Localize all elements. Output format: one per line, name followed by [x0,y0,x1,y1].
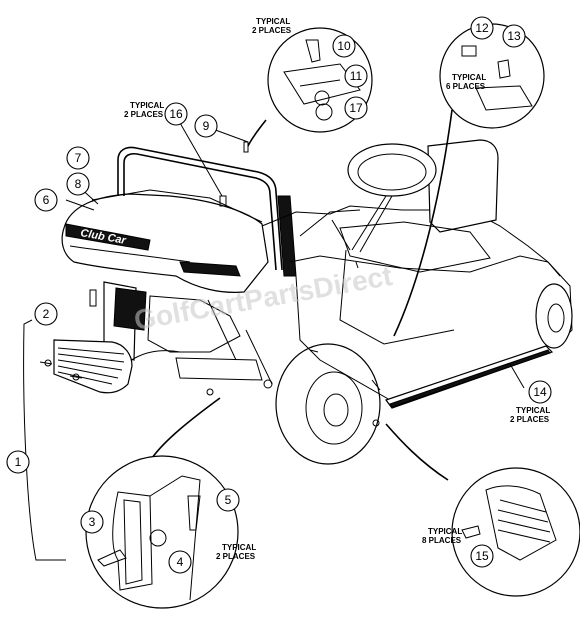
callout-label-4: 4 [177,555,184,569]
callout-label-1: 1 [15,455,22,469]
callout-bubble-8 [66,172,90,196]
callout-label-6: 6 [43,193,50,207]
callout-bubble-17 [344,96,368,120]
callout-label-11: 11 [350,69,363,83]
callout-label-10: 10 [337,39,351,53]
cart-drawing: Club Car [23,109,573,561]
note-10-line1: TYPICAL [256,17,290,26]
callout-bubble-11 [344,64,368,88]
note-14-line1: TYPICAL [516,406,550,415]
note-5-line2: 2 PLACES [216,552,256,561]
callout-bubble-9 [194,114,218,138]
callout-label-16: 16 [169,107,183,121]
callout-bubble-10 [332,34,356,58]
note-12-line2: 6 PLACES [446,82,486,91]
callout-bubble-2 [34,302,58,326]
callout-label-7: 7 [75,151,82,165]
note-16-line2: 2 PLACES [124,110,164,119]
callout-bubble-14 [528,380,552,404]
callout-label-17: 17 [349,101,363,115]
callout-label-9: 9 [203,119,210,133]
callout-label-15: 15 [475,549,489,563]
detail-bottom-right [451,467,580,597]
detail-bottom-left [85,455,239,609]
callout-label-8: 8 [75,177,82,191]
callout-bubble-1 [6,450,30,474]
callout-bubble-16 [164,102,188,126]
callout-bubble-5 [216,488,240,512]
note-14-line2: 2 PLACES [510,415,550,424]
callout-bubble-12 [470,16,494,40]
callout-label-2: 2 [43,307,50,321]
note-15-line2: 8 PLACES [422,536,462,545]
callout-bubble-6 [34,188,58,212]
note-16-line1: TYPICAL [130,101,164,110]
callout-bubble-4 [168,550,192,574]
callout-bubble-13 [502,24,526,48]
note-15-line1: TYPICAL [428,527,462,536]
note-12-line1: TYPICAL [452,73,486,82]
callout-label-3: 3 [89,515,96,529]
notes: TYPICAL 2 PLACES TYPICAL 2 PLACES TYPICA… [124,17,550,561]
note-5-line1: TYPICAL [222,543,256,552]
callout-label-13: 13 [507,29,521,43]
callout-bubble-3 [80,510,104,534]
callout-bubble-15 [470,544,494,568]
callout-label-14: 14 [533,385,547,399]
note-10-line2: 2 PLACES [252,26,292,35]
callout-label-12: 12 [475,21,489,35]
callout-label-5: 5 [225,493,232,507]
callout-bubble-7 [66,146,90,170]
